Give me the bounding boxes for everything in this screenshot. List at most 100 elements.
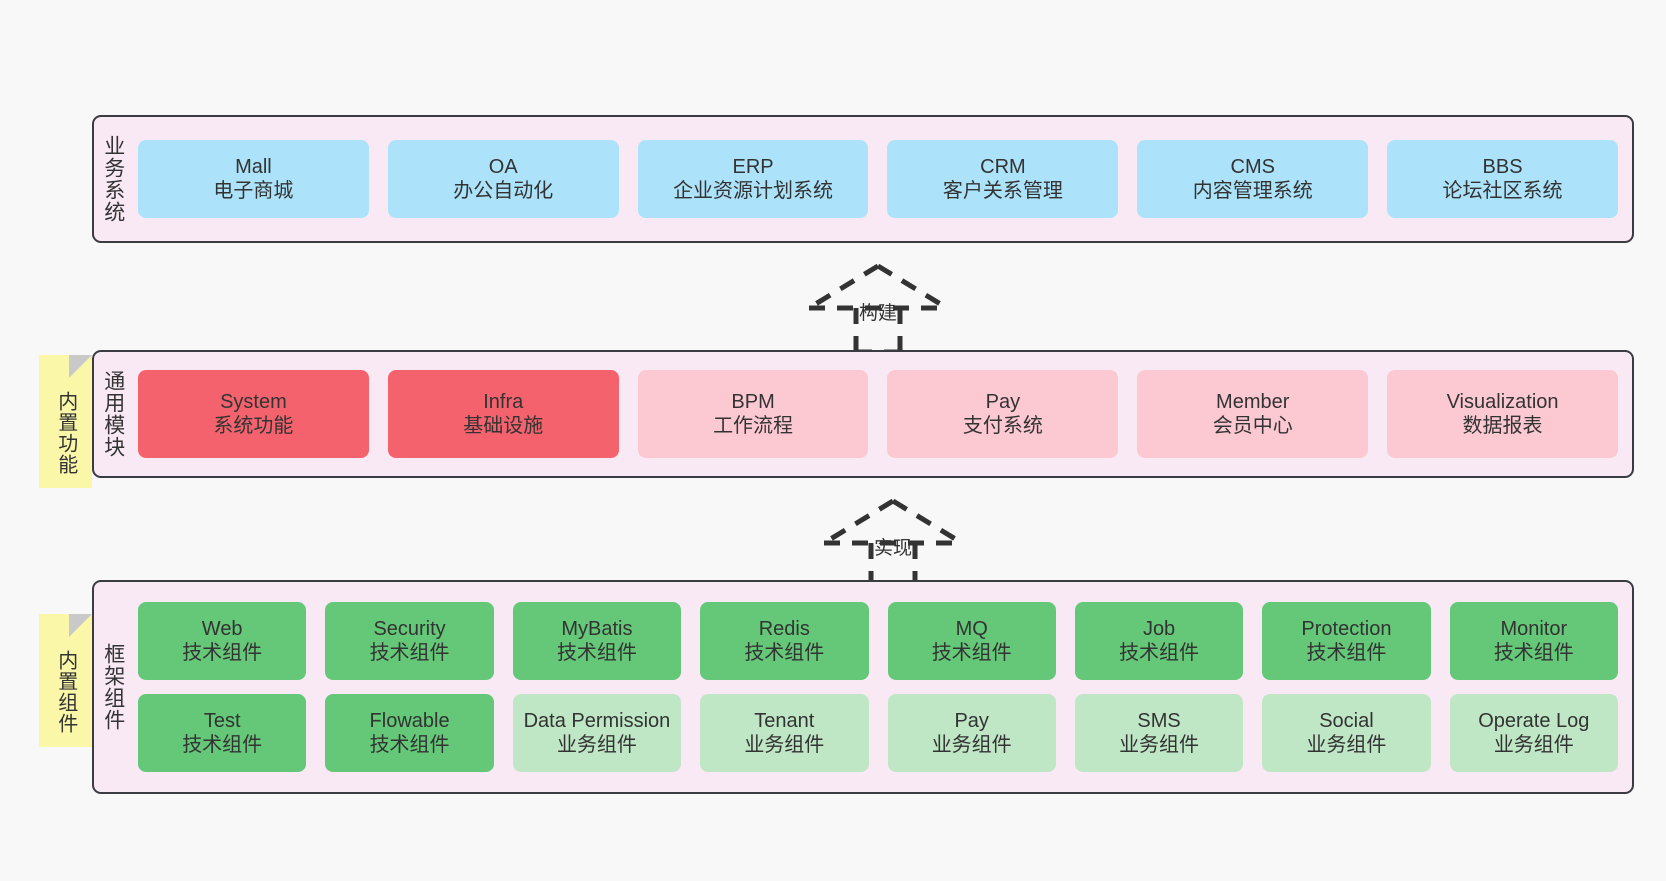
card-subtitle: 技术组件 [182, 734, 263, 756]
card-title: Infra [483, 390, 524, 413]
card-mall[interactable]: Mall 电子商城 [138, 140, 369, 218]
layer-body-common-modules: System 系统功能 Infra 基础设施 BPM 工作流程 Pay 支付系统… [132, 352, 1632, 476]
card-subtitle: 会员中心 [1212, 415, 1293, 437]
card-subtitle: 技术组件 [369, 734, 450, 756]
card-title: MyBatis [561, 617, 633, 640]
card-title: BPM [731, 390, 775, 413]
card-subtitle: 技术组件 [556, 642, 637, 664]
card-subtitle: 技术组件 [369, 642, 450, 664]
card-operate-log[interactable]: Operate Log 业务组件 [1449, 694, 1618, 772]
card-sms[interactable]: SMS 业务组件 [1074, 694, 1244, 772]
connector-implement-label: 实现 [873, 538, 913, 559]
card-title: SMS [1137, 709, 1181, 732]
card-title: OA [488, 155, 518, 178]
card-pay-module[interactable]: Pay 支付系统 [887, 370, 1119, 458]
card-subtitle: 技术组件 [1119, 642, 1200, 664]
card-mybatis[interactable]: MyBatis 技术组件 [512, 602, 682, 680]
card-redis[interactable]: Redis 技术组件 [700, 602, 869, 680]
connector-build-label: 构建 [858, 303, 898, 324]
card-subtitle: 业务组件 [744, 734, 825, 756]
card-title: MQ [955, 617, 988, 640]
card-test[interactable]: Test 技术组件 [138, 694, 307, 772]
note-builtin-components: 内置组件 [39, 614, 92, 747]
card-title: Security [373, 617, 446, 640]
card-oa[interactable]: OA 办公自动化 [387, 140, 619, 218]
card-job[interactable]: Job 技术组件 [1074, 602, 1244, 680]
card-visualization[interactable]: Visualization 数据报表 [1387, 370, 1618, 458]
card-subtitle: 技术组件 [931, 642, 1012, 664]
card-title: Protection [1301, 617, 1392, 640]
card-subtitle: 系统功能 [213, 415, 294, 437]
card-subtitle: 电子商城 [213, 180, 294, 202]
card-social[interactable]: Social 业务组件 [1262, 694, 1431, 772]
card-subtitle: 基础设施 [463, 415, 544, 437]
card-cms[interactable]: CMS 内容管理系统 [1137, 140, 1369, 218]
card-subtitle: 办公自动化 [453, 180, 554, 202]
business-component-row: Test 技术组件 Flowable 技术组件 Data Permission … [138, 694, 1618, 772]
card-tenant[interactable]: Tenant 业务组件 [700, 694, 869, 772]
card-subtitle: 业务组件 [1306, 734, 1387, 756]
card-title: Test [203, 709, 241, 732]
card-title: Job [1142, 617, 1176, 640]
card-subtitle: 企业资源计划系统 [673, 180, 834, 202]
note-builtin-features: 内置功能 [39, 355, 92, 488]
card-title: Web [201, 617, 243, 640]
card-mq[interactable]: MQ 技术组件 [887, 602, 1056, 680]
card-title: System [220, 390, 287, 413]
layer-common-modules: 通用模块 System 系统功能 Infra 基础设施 BPM 工作流程 Pay… [92, 350, 1634, 478]
card-infra[interactable]: Infra 基础设施 [387, 370, 619, 458]
card-subtitle: 工作流程 [713, 415, 794, 437]
card-subtitle: 技术组件 [1306, 642, 1387, 664]
card-title: CMS [1230, 155, 1275, 178]
business-system-row: Mall 电子商城 OA 办公自动化 ERP 企业资源计划系统 CRM 客户关系… [138, 140, 1618, 218]
card-title: BBS [1482, 155, 1523, 178]
card-data-permission[interactable]: Data Permission 业务组件 [512, 694, 682, 772]
layer-body-framework-components: Web 技术组件 Security 技术组件 MyBatis 技术组件 Redi… [132, 582, 1632, 792]
card-title: Tenant [754, 709, 815, 732]
card-subtitle: 业务组件 [1119, 734, 1200, 756]
card-title: Flowable [369, 709, 450, 732]
card-protection[interactable]: Protection 技术组件 [1262, 602, 1431, 680]
card-title: ERP [732, 155, 774, 178]
layer-title-framework-components: 框架组件 [101, 643, 125, 731]
card-erp[interactable]: ERP 企业资源计划系统 [637, 140, 869, 218]
card-web[interactable]: Web 技术组件 [138, 602, 307, 680]
card-title: Monitor [1500, 617, 1568, 640]
card-title: Member [1216, 390, 1290, 413]
card-title: Redis [758, 617, 810, 640]
card-subtitle: 业务组件 [1493, 734, 1574, 756]
card-title: Mall [235, 155, 272, 178]
layer-framework-components: 框架组件 Web 技术组件 Security 技术组件 MyBatis 技术组件… [92, 580, 1634, 794]
card-title: Operate Log [1478, 709, 1590, 732]
layer-business-systems: 业务系统 Mall 电子商城 OA 办公自动化 ERP 企业资源计划系统 CRM… [92, 115, 1634, 243]
layer-title-business-systems: 业务系统 [101, 135, 125, 223]
card-subtitle: 内容管理系统 [1192, 180, 1313, 202]
card-crm[interactable]: CRM 客户关系管理 [887, 140, 1119, 218]
card-subtitle: 技术组件 [182, 642, 263, 664]
tech-component-row: Web 技术组件 Security 技术组件 MyBatis 技术组件 Redi… [138, 602, 1618, 680]
card-subtitle: 业务组件 [556, 734, 637, 756]
card-pay-component[interactable]: Pay 业务组件 [887, 694, 1056, 772]
card-subtitle: 论坛社区系统 [1442, 180, 1563, 202]
card-title: CRM [980, 155, 1026, 178]
card-subtitle: 数据报表 [1462, 415, 1543, 437]
card-system[interactable]: System 系统功能 [138, 370, 369, 458]
card-security[interactable]: Security 技术组件 [325, 602, 494, 680]
card-monitor[interactable]: Monitor 技术组件 [1449, 602, 1618, 680]
card-title: Pay [954, 709, 989, 732]
layer-body-business-systems: Mall 电子商城 OA 办公自动化 ERP 企业资源计划系统 CRM 客户关系… [132, 117, 1632, 241]
card-subtitle: 业务组件 [931, 734, 1012, 756]
card-bpm[interactable]: BPM 工作流程 [637, 370, 869, 458]
card-bbs[interactable]: BBS 论坛社区系统 [1387, 140, 1618, 218]
card-title: Data Permission [523, 709, 671, 732]
note-builtin-components-label: 内置组件 [54, 649, 77, 734]
card-subtitle: 支付系统 [962, 415, 1043, 437]
card-flowable[interactable]: Flowable 技术组件 [325, 694, 494, 772]
card-member[interactable]: Member 会员中心 [1137, 370, 1369, 458]
card-subtitle: 客户关系管理 [942, 180, 1063, 202]
card-subtitle: 技术组件 [744, 642, 825, 664]
card-title: Pay [985, 390, 1021, 413]
card-title: Social [1319, 709, 1374, 732]
layer-title-common-modules: 通用模块 [101, 370, 125, 458]
connector-build: 构建 [803, 262, 953, 355]
